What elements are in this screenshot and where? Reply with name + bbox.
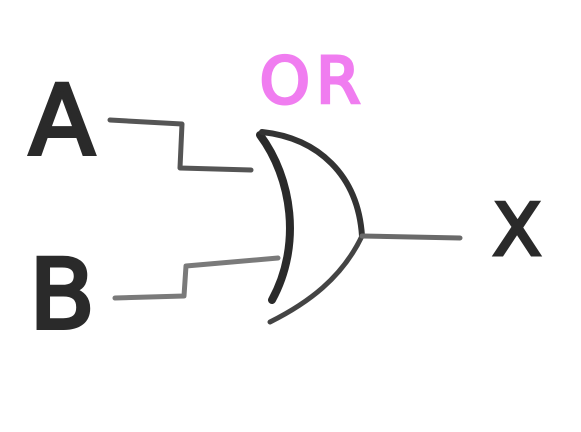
input-wire-b [112,255,281,301]
input-label-a: A [29,65,95,177]
or-gate-top-curve [259,129,365,239]
output-label-x: X [492,188,541,272]
output-wire [359,233,463,241]
or-gate-bottom-curve [267,233,365,325]
gate-label: OR [260,45,367,119]
input-wire-a [107,117,254,173]
or-gate-back-curve [256,131,294,304]
input-label-b: B [29,239,95,351]
